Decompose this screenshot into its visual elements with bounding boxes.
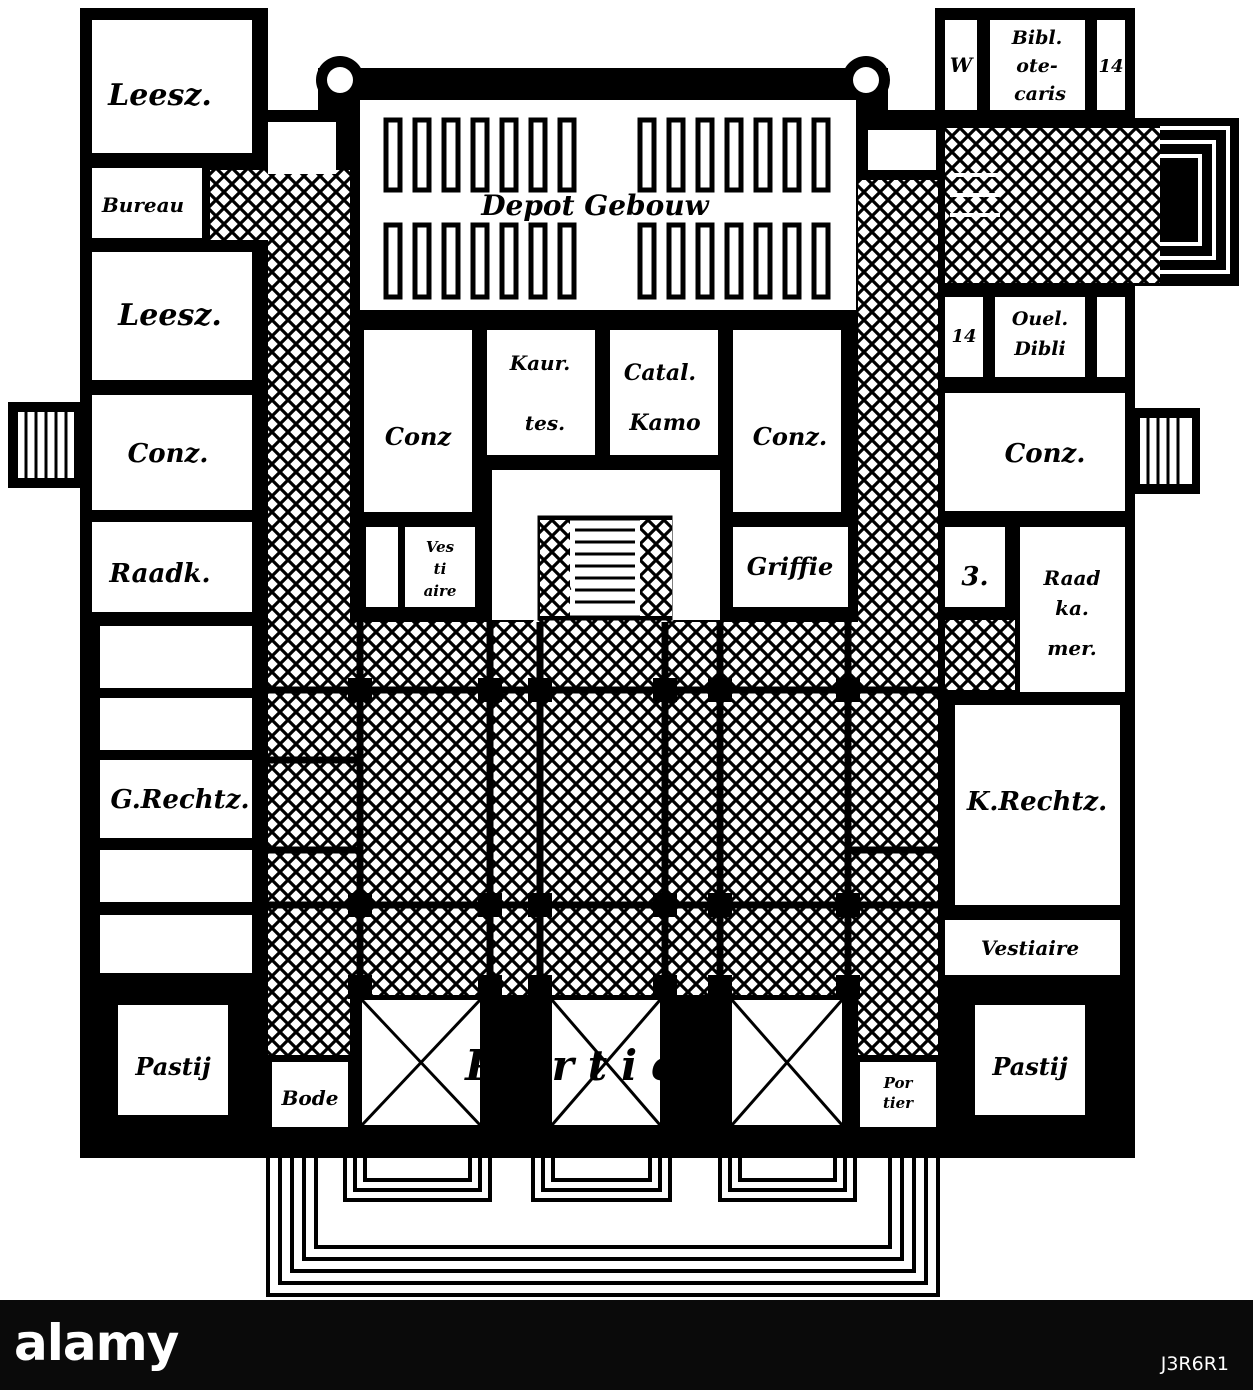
label-w: W (950, 53, 975, 77)
label-conz-center-right: Conz. (753, 422, 828, 451)
hall-columns (348, 678, 860, 999)
label-conz-right: Conz. (1005, 439, 1086, 469)
label-raadkamer-3: mer. (1047, 636, 1097, 660)
label-vestiaire-small-2: ti (434, 560, 447, 578)
label-ouel-2: Dibli (1013, 338, 1065, 360)
label-bibliothecaris-2: ote- (1016, 55, 1058, 77)
label-pastij-left: Pastij (134, 1052, 211, 1081)
right-entrance-stair (1135, 408, 1200, 494)
rooms (92, 20, 1125, 1127)
label-leesz-top: Leesz. (107, 78, 212, 113)
label-catal-bot: Kamo (628, 410, 700, 436)
image-id: J3R6R1 (1160, 1353, 1229, 1375)
top-right-stair-landing (950, 173, 1000, 217)
label-depot: Depot Gebouw (480, 189, 709, 222)
label-k-rechtz: K.Rechtz. (966, 787, 1107, 817)
stock-footer: alamy J3R6R1 (0, 1300, 1253, 1390)
label-leesz-mid: Leesz. (117, 298, 222, 333)
label-vestiaire-small-3: aire (424, 582, 457, 600)
front-stairs (266, 1145, 940, 1297)
label-ouel-1: Ouel. (1012, 308, 1068, 330)
label-raadkamer-2: ka. (1055, 596, 1089, 620)
label-conz-center-left: Conz (385, 422, 453, 451)
label-bode: Bode (281, 1086, 339, 1110)
depot-stacks (383, 117, 831, 300)
floor-plan-drawing: Leesz. Bureau Leesz. Conz. Raadk. G.Rech… (8, 8, 1239, 1297)
label-raadkamer-1: Raad (1043, 566, 1101, 590)
central-staircase (537, 515, 673, 621)
label-conz-left: Conz. (128, 439, 209, 469)
label-portiek: Portiek (464, 1041, 735, 1090)
label-vestiaire: Vestiaire (981, 936, 1079, 960)
label-kaur-bot: tes. (525, 411, 565, 435)
label-pastij-right: Pastij (991, 1052, 1068, 1081)
left-entrance-stair (8, 402, 80, 488)
room-labels: Leesz. Bureau Leesz. Conz. Raadk. G.Rech… (101, 27, 1124, 1112)
label-14-top: 14 (1098, 56, 1123, 77)
label-bibliothecaris-3: caris (1014, 83, 1066, 105)
portiek-crosses (360, 998, 844, 1127)
label-bureau: Bureau (101, 193, 184, 217)
floor-plan: Leesz. Bureau Leesz. Conz. Raadk. G.Rech… (8, 8, 1239, 1297)
label-bibliothecaris-1: Bibl. (1011, 27, 1062, 49)
label-g-rechtz: G.Rechtz. (110, 785, 249, 815)
top-right-stair (1160, 126, 1230, 274)
label-14-mid: 14 (951, 326, 976, 347)
label-portier-2: tier (883, 1094, 914, 1112)
label-raadk: Raadk. (108, 559, 210, 589)
alamy-logo: alamy (14, 1314, 179, 1372)
label-portier-1: Por (883, 1074, 914, 1092)
label-kaur-top: Kaur. (509, 351, 571, 375)
label-griffie: Griffie (747, 552, 834, 581)
label-3: 3. (961, 562, 988, 592)
label-vestiaire-small-1: Ves (426, 538, 455, 556)
label-catal-top: Catal. (624, 360, 696, 386)
